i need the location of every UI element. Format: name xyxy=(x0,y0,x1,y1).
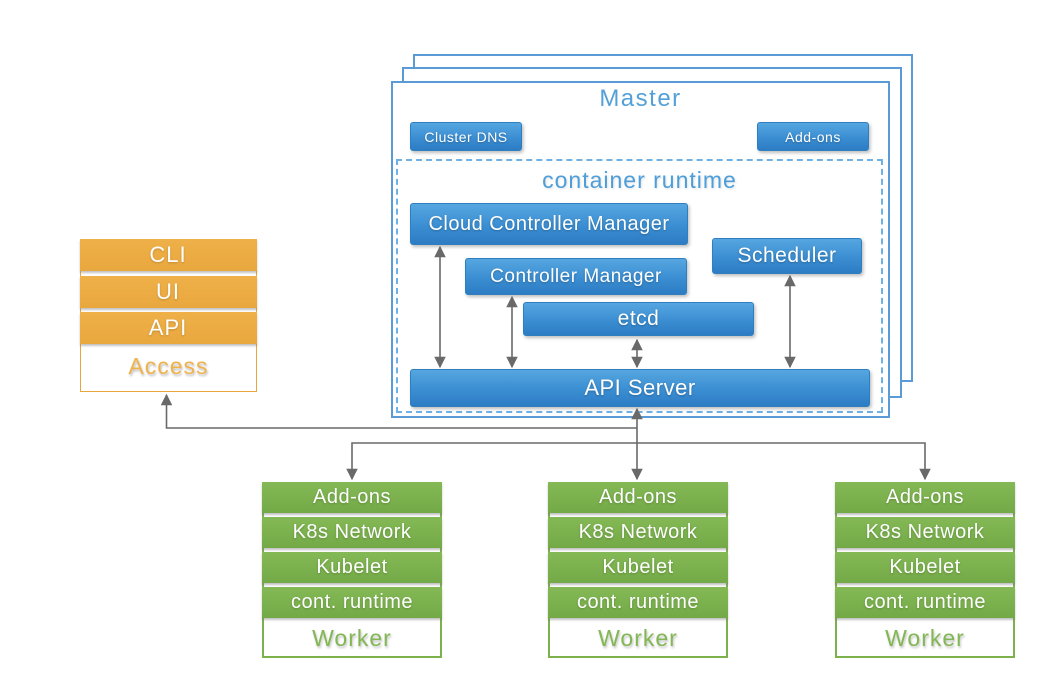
worker3-label: Worker xyxy=(885,625,965,651)
cloud-controller-manager-box: Cloud Controller Manager xyxy=(410,203,688,245)
access-layer-ui: UI xyxy=(79,275,257,308)
master-title: Master xyxy=(599,85,682,112)
worker2-label: Worker xyxy=(598,625,678,651)
worker2-layer-cont-runtime: cont. runtime xyxy=(548,587,728,618)
access-layer-cli: CLI xyxy=(79,238,257,271)
worker1-layer-k8s-network: K8s Network xyxy=(262,517,442,548)
arrow-apiserver-worker1-worker3 xyxy=(346,442,931,481)
worker3-layer-cont-runtime: cont. runtime xyxy=(835,587,1015,618)
worker1-layer-kubelet: Kubelet xyxy=(262,552,442,583)
worker2-layer-k8s-network: K8s Network xyxy=(548,517,728,548)
worker3-layer-kubelet: Kubelet xyxy=(835,552,1015,583)
worker1-layer-cont-runtime: cont. runtime xyxy=(262,587,442,618)
worker-node-3: Add-ons K8s Network Kubelet cont. runtim… xyxy=(835,482,1015,658)
master-addons-box: Add-ons xyxy=(757,122,869,151)
worker2-layer-addons: Add-ons xyxy=(548,482,728,513)
worker-node-1: Add-ons K8s Network Kubelet cont. runtim… xyxy=(262,482,442,658)
worker3-layer-addons: Add-ons xyxy=(835,482,1015,513)
worker-node-2: Add-ons K8s Network Kubelet cont. runtim… xyxy=(548,482,728,658)
api-server-box: API Server xyxy=(410,369,870,407)
scheduler-box: Scheduler xyxy=(712,238,862,274)
access-node-box: CLI UI API Access xyxy=(79,238,257,392)
container-runtime-title: container runtime xyxy=(542,167,737,193)
etcd-box: etcd xyxy=(523,302,754,336)
worker1-label: Worker xyxy=(312,625,392,651)
worker3-layer-k8s-network: K8s Network xyxy=(835,517,1015,548)
access-layer-api: API xyxy=(79,311,257,344)
worker1-layer-addons: Add-ons xyxy=(262,482,442,513)
worker2-layer-kubelet: Kubelet xyxy=(548,552,728,583)
controller-manager-box: Controller Manager xyxy=(465,258,687,295)
cluster-dns-box: Cluster DNS xyxy=(410,122,522,151)
access-label: Access xyxy=(128,353,209,379)
